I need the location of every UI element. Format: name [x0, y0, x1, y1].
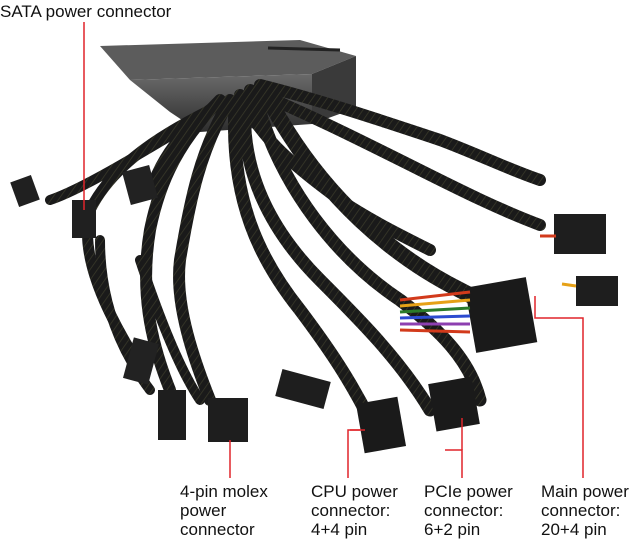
sata-label-line1: SATA power connector [0, 2, 172, 21]
main-label-line1: Main power [541, 482, 629, 501]
connector-plugs [10, 164, 618, 454]
pcie-label: PCIe power connector: 6+2 pin [424, 482, 513, 539]
cpu-label-line2: connector: [311, 501, 391, 520]
pcie-label-line2: connector: [424, 501, 504, 520]
braided-cable-bundle [45, 79, 546, 427]
molex-connector-2 [208, 398, 248, 442]
molex-connector-1 [158, 390, 186, 440]
leader-lines [83, 22, 584, 478]
molex-label-line1: 4-pin molex [180, 482, 268, 501]
sata-label: SATA power connector [0, 2, 171, 21]
main-connector [464, 277, 538, 353]
cpu-label-line3: 4+4 pin [311, 520, 368, 539]
molex-label-line2: power [180, 501, 227, 520]
pcie-label-line3: 6+2 pin [424, 520, 481, 539]
molex-connector-3 [275, 369, 331, 409]
main-leader [534, 296, 584, 478]
cpu-leader [347, 429, 360, 478]
molex-label-line3: connector [180, 520, 255, 539]
cpu-connector [355, 396, 407, 454]
colored-wires [399, 234, 577, 334]
sata-connector-3 [122, 164, 158, 206]
pcie-connector [428, 376, 480, 432]
cpu-label-line1: CPU power [311, 482, 398, 501]
sata-connector-4 [123, 337, 159, 385]
molex-label: 4-pin molex power connector [180, 482, 268, 539]
sata-connector-1 [10, 175, 40, 207]
main-label-line2: connector: [541, 501, 621, 520]
pcie-leader [445, 449, 463, 478]
main-label-line3: 20+4 pin [541, 520, 607, 539]
pcie-label-line1: PCIe power [424, 482, 513, 501]
main-label: Main power connector: 20+4 pin [541, 482, 629, 539]
molex-connector-5 [576, 276, 618, 306]
cpu-label: CPU power connector: 4+4 pin [311, 482, 398, 539]
molex-connector-4 [554, 214, 606, 254]
